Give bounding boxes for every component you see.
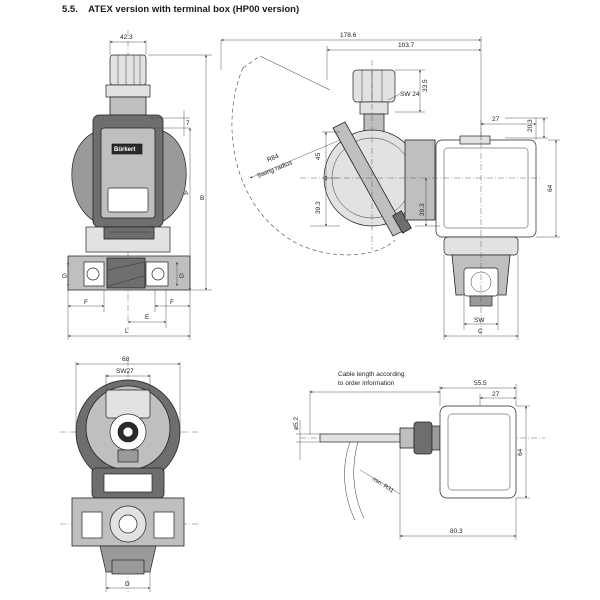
dim-39-left: 39.3: [315, 201, 322, 214]
dim-A: A: [184, 190, 189, 197]
section-number: 5.5.: [62, 4, 78, 15]
dim-sw27: SW27: [116, 368, 134, 375]
section-title: ATEX version with terminal box (HP00 ver…: [88, 4, 300, 15]
dim-R84: R84: [266, 153, 280, 164]
dim-dia: ø5.2: [293, 417, 300, 430]
dim-178: 178.6: [340, 32, 357, 39]
dim-C: C: [478, 328, 483, 335]
dim-cab-27: 27: [492, 391, 500, 398]
dim-cab-64: 64: [517, 448, 524, 456]
dim-swing-label: Swing radius: [256, 159, 294, 180]
cable-view: Cable length according to order informat…: [293, 371, 545, 540]
dim-E: E: [145, 314, 150, 321]
dim-F-left: F: [84, 299, 88, 306]
dim-F-right: F: [170, 299, 174, 306]
dim-D: D: [125, 581, 130, 588]
front-view: Bürkert 42.3 7 A B G G: [62, 30, 212, 340]
dim-68: 68: [122, 356, 130, 363]
dim-80: 80.3: [450, 528, 463, 535]
brand-label: Bürkert: [114, 147, 135, 153]
cable-note-line1: Cable length according: [338, 371, 405, 378]
dim-33: 33.5: [422, 79, 429, 92]
dim-103: 103.7: [398, 42, 415, 49]
cable-note-line2: to order information: [338, 380, 395, 387]
dim-45: 45: [315, 152, 322, 160]
section-heading: 5.5. ATEX version with terminal box (HP0…: [62, 4, 299, 15]
dim-min-r: min. R31: [371, 477, 395, 495]
dim-27: 27: [492, 116, 500, 123]
dim-G-left: G: [62, 273, 67, 280]
dim-64: 64: [547, 184, 554, 192]
dim-L: L: [125, 328, 129, 335]
dim-small-gap: 7: [186, 120, 190, 127]
dim-front-width: 42.3: [120, 34, 133, 41]
side-view: 178.6 103.7 33.5 SW 24 27 20.3 45 R84 Sw…: [220, 32, 560, 340]
dim-55: 55.5: [474, 380, 487, 387]
dim-39-right: 39.3: [419, 203, 426, 216]
top-view: 68 SW27 D: [60, 356, 200, 592]
dim-sw24: SW 24: [400, 91, 420, 98]
dim-G-right: G: [179, 273, 184, 280]
dim-sw: SW: [474, 317, 485, 324]
dim-20: 20.3: [527, 119, 534, 132]
dim-B: B: [200, 195, 204, 202]
